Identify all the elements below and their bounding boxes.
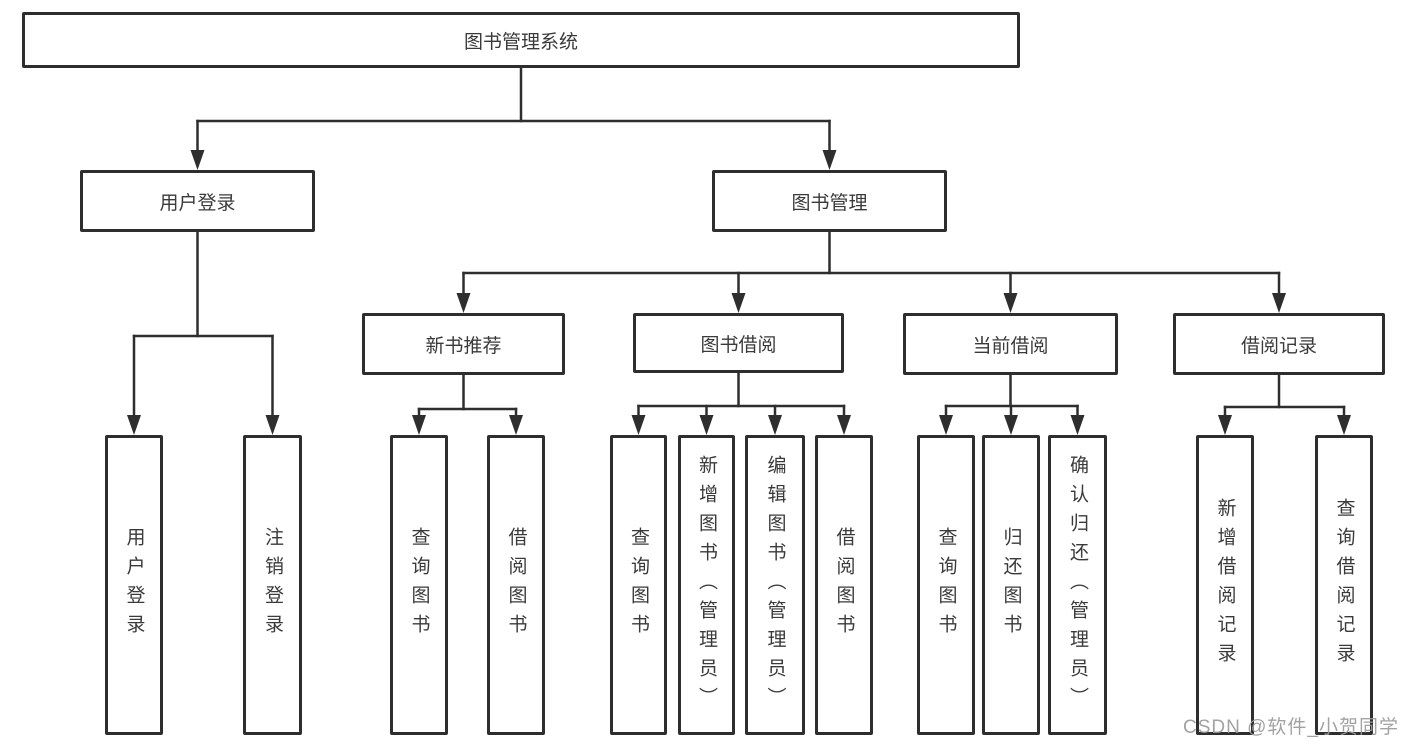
leaf-query-books-borrow: 查询图书	[610, 435, 667, 735]
leaf-borrow-books: 借阅图书	[815, 435, 873, 735]
node-user-login: 用户登录	[80, 170, 315, 232]
node-root-system: 图书管理系统	[22, 12, 1020, 68]
leaf-return-books: 归还图书	[982, 435, 1040, 735]
leaf-edit-book-admin: 编辑图书（管理员）	[745, 435, 805, 735]
csdn-watermark: CSDN @软件_小贺同学	[1183, 717, 1399, 738]
leaf-confirm-return-admin: 确认归还（管理员）	[1048, 435, 1107, 735]
node-book-management: 图书管理	[712, 170, 947, 232]
leaf-add-book-admin: 新增图书（管理员）	[678, 435, 735, 735]
leaf-user-login: 用户登录	[105, 435, 163, 735]
node-book-borrow: 图书借阅	[633, 313, 844, 373]
leaf-borrow-books-recommend: 借阅图书	[487, 435, 545, 735]
leaf-query-books-current: 查询图书	[917, 435, 975, 735]
node-current-borrow: 当前借阅	[903, 313, 1118, 375]
arrowheads	[127, 150, 1351, 435]
leaf-add-borrow-record: 新增借阅记录	[1196, 435, 1254, 735]
node-new-book-recommend: 新书推荐	[362, 313, 565, 375]
leaf-query-borrow-record: 查询借阅记录	[1315, 435, 1373, 735]
leaf-logout-login: 注销登录	[243, 435, 302, 735]
leaf-query-books-recommend: 查询图书	[390, 435, 448, 735]
node-borrow-record: 借阅记录	[1173, 313, 1385, 375]
